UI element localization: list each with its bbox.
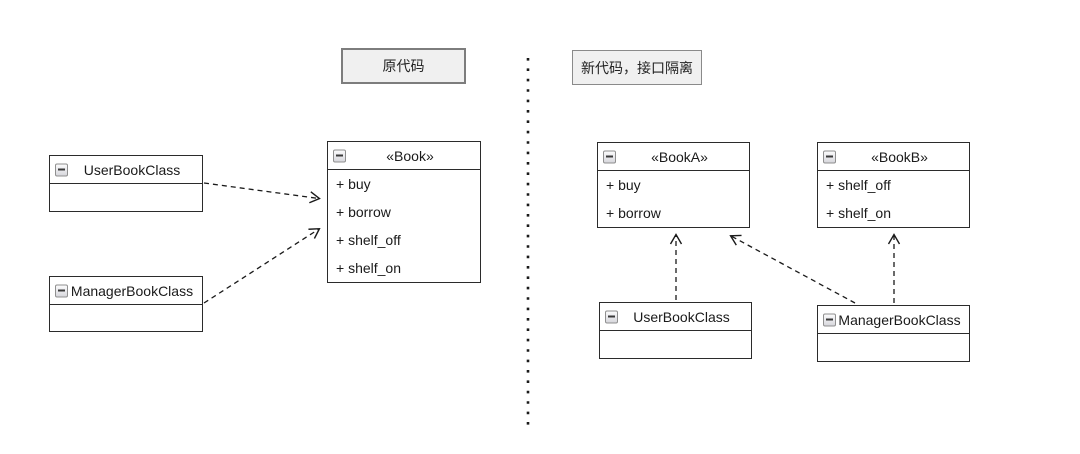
interface-name: «BookA» (651, 148, 708, 165)
method-row: + shelf_off (336, 232, 401, 248)
method-row: + borrow (336, 204, 391, 220)
class-body-empty (50, 305, 202, 331)
collapse-minus-icon[interactable] (55, 163, 68, 176)
interface-name: «Book» (386, 147, 434, 164)
class-name: UserBookClass (83, 161, 181, 178)
method-row: + shelf_off (826, 177, 891, 193)
interface-name: «BookB» (871, 148, 928, 165)
class-header: UserBookClass (50, 156, 202, 184)
class-header: «BookA» (598, 143, 749, 171)
method-row: + shelf_on (826, 205, 891, 221)
class-body-empty (50, 184, 202, 211)
class-box-left-managerbookclass: ManagerBookClass (49, 276, 203, 332)
class-header: UserBookClass (600, 303, 751, 331)
dependency-arrow-left-user-to-book (203, 182, 321, 204)
interface-box-book: «Book» + buy + borrow + shelf_off + shel… (327, 141, 481, 283)
class-body-empty (600, 331, 751, 358)
class-header: «Book» (328, 142, 480, 170)
class-body: + shelf_off + shelf_on (818, 171, 969, 227)
collapse-minus-icon[interactable] (603, 150, 616, 163)
method-row: + shelf_on (336, 260, 401, 276)
class-body-empty (818, 334, 969, 361)
class-name: UserBookClass (633, 308, 730, 325)
interface-box-bookb: «BookB» + shelf_off + shelf_on (817, 142, 970, 228)
class-body: + buy + borrow + shelf_off + shelf_on (328, 170, 480, 282)
interface-box-booka: «BookA» + buy + borrow (597, 142, 750, 228)
collapse-minus-icon[interactable] (605, 310, 618, 323)
class-box-right-userbookclass: UserBookClass (599, 302, 752, 359)
class-box-left-userbookclass: UserBookClass (49, 155, 203, 212)
collapse-minus-icon[interactable] (823, 313, 836, 326)
class-header: ManagerBookClass (818, 306, 969, 334)
collapse-minus-icon[interactable] (823, 150, 836, 163)
method-row: + buy (606, 177, 641, 193)
method-row: + buy (336, 176, 371, 192)
class-box-right-managerbookclass: ManagerBookClass (817, 305, 970, 362)
class-header: ManagerBookClass (50, 277, 202, 305)
dependency-arrow-left-manager-to-book (203, 227, 321, 304)
collapse-minus-icon[interactable] (333, 149, 346, 162)
class-header: «BookB» (818, 143, 969, 171)
method-row: + borrow (606, 205, 661, 221)
right-panel-title: 新代码，接口隔离 (572, 50, 702, 85)
dependency-arrow-right-manager-to-booka (729, 234, 856, 304)
collapse-minus-icon[interactable] (55, 284, 68, 297)
class-body: + buy + borrow (598, 171, 749, 227)
class-name: ManagerBookClass (838, 311, 961, 328)
left-panel-title: 原代码 (341, 48, 466, 84)
class-name: ManagerBookClass (70, 282, 194, 299)
